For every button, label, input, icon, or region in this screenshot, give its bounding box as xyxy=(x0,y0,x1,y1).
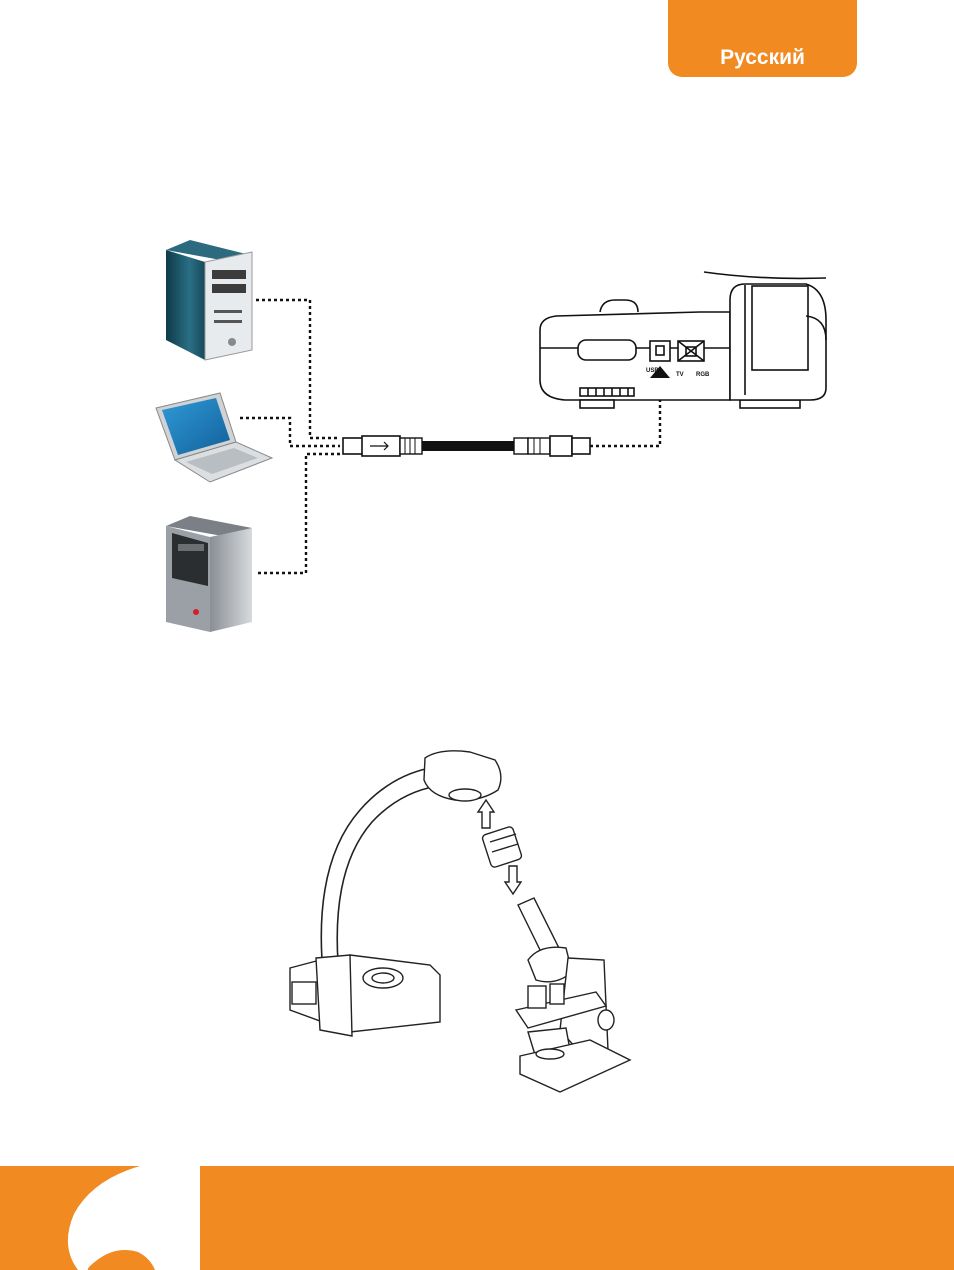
usb-cable-icon xyxy=(343,436,590,456)
silver-tower-icon xyxy=(166,516,252,632)
laptop-icon xyxy=(156,393,272,482)
usb-port-label: USB xyxy=(646,368,659,374)
microscope-adapter-icon xyxy=(478,800,522,894)
tv-port-label: TV xyxy=(676,372,684,378)
rgb-port-label: RGB xyxy=(696,372,710,378)
document-camera-icon xyxy=(540,272,826,408)
desktop-tower-icon xyxy=(166,240,252,360)
microscope-icon xyxy=(516,898,630,1092)
connection-diagram: USB TV RGB xyxy=(0,0,954,1160)
brand-swirl-icon xyxy=(0,1166,200,1270)
camera-gooseneck-icon xyxy=(290,751,501,1036)
